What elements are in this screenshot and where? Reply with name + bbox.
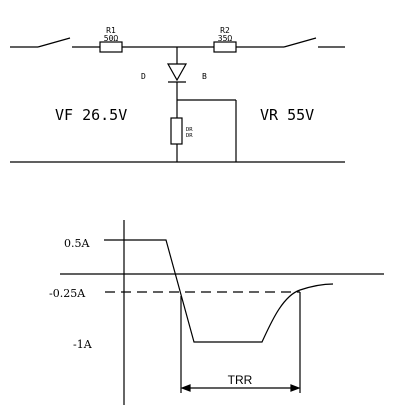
reverse-peak-label: -1A bbox=[73, 338, 93, 351]
sense-resistor bbox=[170, 117, 183, 145]
r1-value: 50Ω bbox=[104, 34, 119, 43]
forward-current-label: 0.5A bbox=[64, 237, 90, 250]
vf-label: VF 26.5V bbox=[55, 106, 127, 124]
trr-arrow-left bbox=[180, 384, 191, 392]
vr-label: VR 55V bbox=[260, 106, 314, 124]
trr-label: TRR bbox=[228, 373, 253, 387]
circuit-schematic bbox=[10, 37, 345, 163]
diode-cathode-label: B bbox=[202, 72, 207, 81]
resistor-r2 bbox=[213, 41, 237, 53]
diode-symbol bbox=[166, 63, 188, 82]
trr-arrow-right bbox=[290, 384, 301, 392]
r1-name: R1 bbox=[106, 26, 116, 35]
recovery-current-curve bbox=[104, 239, 334, 343]
r2-name: R2 bbox=[220, 26, 230, 35]
r2-value: 35Ω bbox=[218, 34, 233, 43]
switch-left-blade bbox=[37, 37, 71, 48]
waveform-plot bbox=[60, 220, 384, 405]
resistor-r1 bbox=[99, 41, 123, 53]
switch-right-blade bbox=[283, 37, 317, 48]
threshold-current-label: -0.25A bbox=[49, 287, 86, 300]
diode-anode-label: D bbox=[141, 72, 146, 81]
